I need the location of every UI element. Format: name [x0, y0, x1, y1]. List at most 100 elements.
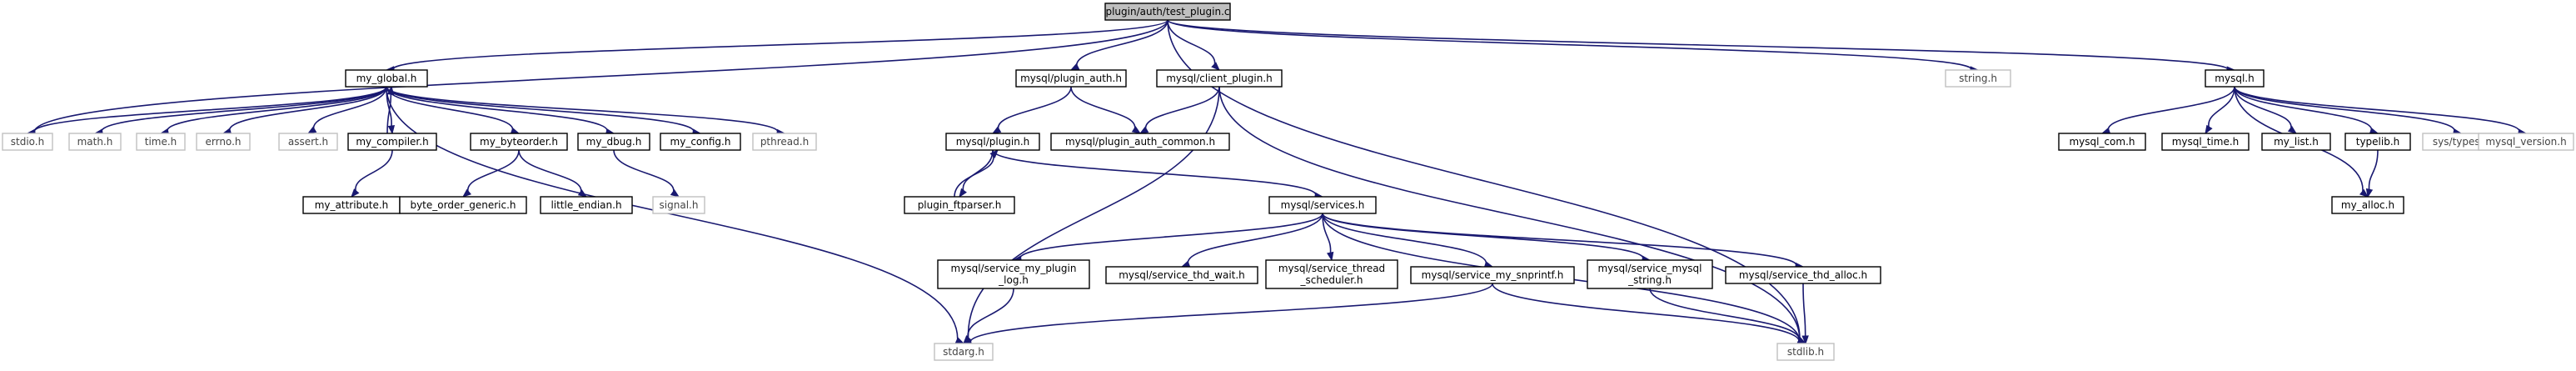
node-label: time.h — [145, 136, 177, 148]
node-test-plugin[interactable]: plugin/auth/test_plugin.c — [1104, 3, 1231, 21]
node-label: mysql_time.h — [2172, 136, 2240, 148]
node-box — [1104, 3, 1231, 21]
node-box — [660, 133, 741, 151]
node-svc-mysql-string[interactable]: mysql/service_mysql_string.h — [1587, 259, 1713, 289]
node-my-byteorder[interactable]: my_byteorder.h — [470, 133, 568, 151]
node-my-list[interactable]: my_list.h — [2261, 133, 2331, 151]
node-label: mysql/service_mysql_string.h — [1597, 263, 1702, 286]
node-little-endian[interactable]: little_endian.h — [540, 196, 633, 214]
edge-svc-snprintf-to-stdarg — [962, 283, 1493, 347]
node-my-global[interactable]: my_global.h — [345, 69, 428, 88]
node-assert[interactable]: assert.h — [278, 133, 338, 151]
node-stdlib[interactable]: stdlib.h — [1776, 343, 1835, 361]
node-plugin-ftparser[interactable]: plugin_ftparser.h — [904, 196, 1015, 214]
node-label: my_list.h — [2274, 136, 2319, 148]
node-plugin-auth-common[interactable]: mysql/plugin_auth_common.h — [1050, 133, 1230, 151]
node-box — [1015, 69, 1127, 88]
node-svc-thd-wait[interactable]: mysql/service_thd_wait.h — [1105, 266, 1258, 284]
node-services[interactable]: mysql/services.h — [1268, 196, 1377, 214]
node-typelib[interactable]: typelib.h — [2344, 133, 2411, 151]
node-byte-order-generic[interactable]: byte_order_generic.h — [399, 196, 527, 214]
edge-mysql-plugin-to-plugin-ftparser — [959, 149, 994, 198]
node-my-attribute[interactable]: my_attribute.h — [302, 196, 401, 214]
node-label: mysql/plugin_auth.h — [1020, 73, 1122, 84]
node-mysql-plugin[interactable]: mysql/plugin.h — [945, 133, 1040, 151]
edge-typelib-to-my-alloc — [2365, 149, 2379, 198]
node-box — [2331, 196, 2404, 214]
node-label: string.h — [1959, 73, 1997, 84]
node-label: stdlib.h — [1787, 346, 1824, 358]
node-box — [2478, 133, 2574, 151]
node-label: mysql/services.h — [1281, 199, 1365, 211]
node-mysql-time[interactable]: mysql_time.h — [2161, 133, 2250, 151]
edge-my-byteorder-to-byte-order-generic — [461, 149, 520, 198]
node-my-config[interactable]: my_config.h — [660, 133, 741, 151]
edge-services-to-svc-thread-scheduler — [1322, 213, 1334, 262]
node-stdarg[interactable]: stdarg.h — [934, 343, 994, 361]
edge-plugin-auth-to-plugin-auth-common — [1070, 86, 1142, 134]
node-label: mysql/client_plugin.h — [1166, 73, 1273, 84]
node-box — [1410, 266, 1575, 284]
node-svc-thd-alloc[interactable]: mysql/service_thd_alloc.h — [1725, 266, 1881, 284]
node-label: my_byteorder.h — [480, 136, 558, 148]
node-time[interactable]: time.h — [136, 133, 186, 151]
node-box — [2161, 133, 2250, 151]
node-label: little_endian.h — [551, 199, 621, 211]
node-box — [1587, 259, 1713, 289]
node-label: mysql_version.h — [2485, 136, 2566, 148]
edges-layer — [26, 19, 2528, 347]
edge-my-global-to-stdio — [26, 86, 387, 136]
edge-my-compiler-to-my-global — [386, 85, 395, 134]
node-my-compiler[interactable]: my_compiler.h — [347, 133, 437, 151]
node-label: plugin_ftparser.h — [918, 199, 1002, 211]
node-label: mysql_com.h — [2069, 136, 2135, 148]
node-my-dbug[interactable]: my_dbug.h — [577, 133, 650, 151]
node-signal[interactable]: signal.h — [652, 196, 705, 214]
node-box — [2205, 69, 2265, 88]
edge-my-global-to-pthread — [386, 86, 786, 137]
edge-test-plugin-to-client-plugin — [1167, 19, 1220, 71]
node-mysql-version[interactable]: mysql_version.h — [2478, 133, 2574, 151]
edge-my-global-to-my-dbug — [386, 86, 615, 136]
edge-my-dbug-to-signal — [613, 149, 680, 198]
node-label: stdarg.h — [943, 346, 984, 358]
node-box — [2344, 133, 2411, 151]
node-svc-snprintf[interactable]: mysql/service_my_snprintf.h — [1410, 266, 1575, 284]
node-errno[interactable]: errno.h — [196, 133, 251, 151]
node-mysql-h[interactable]: mysql.h — [2205, 69, 2265, 88]
node-box — [347, 133, 437, 151]
node-client-plugin[interactable]: mysql/client_plugin.h — [1156, 69, 1283, 88]
edge-my-global-to-my-config — [386, 86, 702, 136]
edge-my-global-to-stdarg — [386, 86, 965, 344]
node-stdio[interactable]: stdio.h — [2, 133, 53, 151]
node-svc-plugin-log[interactable]: mysql/service_my_plugin_log.h — [937, 259, 1090, 289]
node-svc-thread-scheduler[interactable]: mysql/service_thread_scheduler.h — [1265, 259, 1398, 289]
node-label: mysql/plugin_auth_common.h — [1065, 136, 1215, 148]
edge-mysql-plugin-to-services — [992, 149, 1324, 199]
node-label: mysql/service_my_plugin_log.h — [951, 263, 1077, 286]
node-label: my_compiler.h — [356, 136, 428, 148]
node-plugin-auth[interactable]: mysql/plugin_auth.h — [1015, 69, 1127, 88]
node-box — [540, 196, 633, 214]
node-label: my_global.h — [356, 73, 417, 84]
node-box — [1776, 343, 1835, 361]
node-label: my_dbug.h — [586, 136, 642, 148]
node-mysql-com[interactable]: mysql_com.h — [2058, 133, 2146, 151]
node-box — [577, 133, 650, 151]
node-label: typelib.h — [2356, 136, 2400, 148]
node-box — [937, 259, 1090, 289]
node-my-alloc[interactable]: my_alloc.h — [2331, 196, 2404, 214]
edge-test-plugin-to-mysql-h — [1167, 19, 2236, 73]
node-string[interactable]: string.h — [1945, 69, 2011, 88]
node-label: mysql/service_my_snprintf.h — [1422, 269, 1564, 281]
node-math[interactable]: math.h — [68, 133, 122, 151]
node-box — [1945, 69, 2011, 88]
node-label: mysql/service_thd_alloc.h — [1739, 269, 1867, 281]
node-box — [1105, 266, 1258, 284]
edge-my-compiler-to-my-attribute — [351, 149, 393, 198]
node-pthread[interactable]: pthread.h — [752, 133, 817, 151]
node-box — [2058, 133, 2146, 151]
node-label: pthread.h — [760, 136, 809, 148]
edge-svc-thd-alloc-to-stdlib — [1801, 283, 1809, 345]
